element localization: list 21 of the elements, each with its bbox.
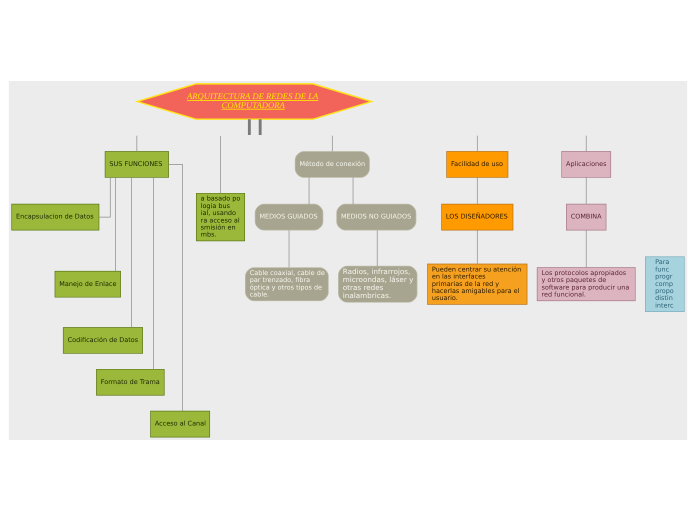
connector bbox=[332, 134, 333, 152]
connector bbox=[476, 176, 478, 204]
connector bbox=[586, 134, 587, 152]
connector bbox=[288, 230, 290, 268]
connector bbox=[248, 118, 251, 134]
connector bbox=[586, 176, 587, 204]
connector bbox=[376, 230, 378, 266]
node-box: Radios, infrarrojos, microondas, láser y otras redes inalambricas. bbox=[338, 265, 418, 302]
connector bbox=[220, 135, 221, 194]
connector bbox=[352, 176, 354, 204]
connector bbox=[131, 176, 132, 328]
connector bbox=[136, 134, 138, 152]
connector bbox=[115, 176, 116, 272]
connector bbox=[153, 176, 154, 370]
connector bbox=[258, 118, 262, 134]
connector bbox=[168, 164, 183, 411]
connector bbox=[308, 176, 310, 204]
connector bbox=[476, 230, 478, 264]
connector bbox=[586, 230, 587, 268]
connector bbox=[476, 134, 478, 152]
connector bbox=[98, 176, 111, 217]
